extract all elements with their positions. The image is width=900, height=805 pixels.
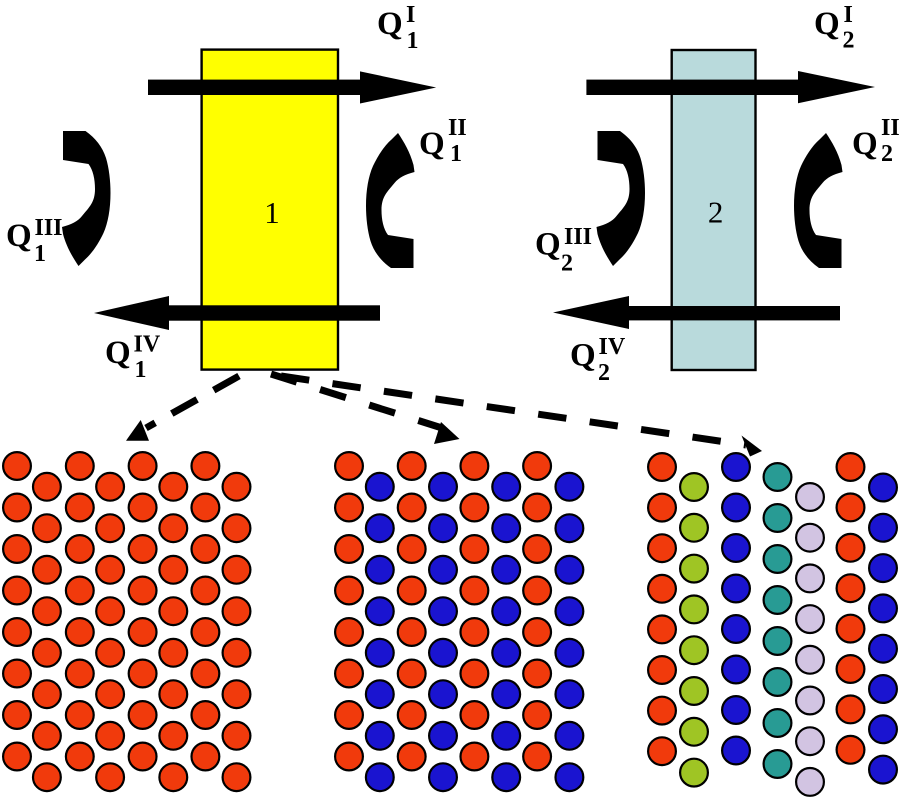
svg-text:Q: Q xyxy=(419,126,445,162)
svg-text:1: 1 xyxy=(407,28,419,54)
svg-text:I: I xyxy=(406,2,415,28)
svg-text:2: 2 xyxy=(881,141,893,167)
svg-text:1: 1 xyxy=(34,241,46,267)
svg-text:Q: Q xyxy=(6,218,32,254)
svg-text:1: 1 xyxy=(264,195,280,230)
svg-text:Q: Q xyxy=(570,338,596,374)
svg-text:Q: Q xyxy=(105,335,131,371)
svg-text:Q: Q xyxy=(377,6,403,42)
svg-text:Q: Q xyxy=(814,6,840,42)
svg-text:2: 2 xyxy=(708,195,724,230)
svg-text:IV: IV xyxy=(134,332,161,358)
svg-text:2: 2 xyxy=(561,251,573,277)
svg-text:1: 1 xyxy=(135,357,147,383)
svg-text:II: II xyxy=(448,115,467,141)
svg-text:Q: Q xyxy=(852,126,878,162)
svg-text:II: II xyxy=(881,115,900,141)
svg-text:Q: Q xyxy=(535,227,561,263)
svg-text:III: III xyxy=(564,224,592,250)
svg-text:I: I xyxy=(844,2,853,28)
svg-text:2: 2 xyxy=(598,360,610,386)
svg-text:1: 1 xyxy=(450,141,462,167)
svg-text:III: III xyxy=(35,215,63,241)
svg-text:2: 2 xyxy=(843,28,855,54)
svg-text:IV: IV xyxy=(599,334,626,360)
